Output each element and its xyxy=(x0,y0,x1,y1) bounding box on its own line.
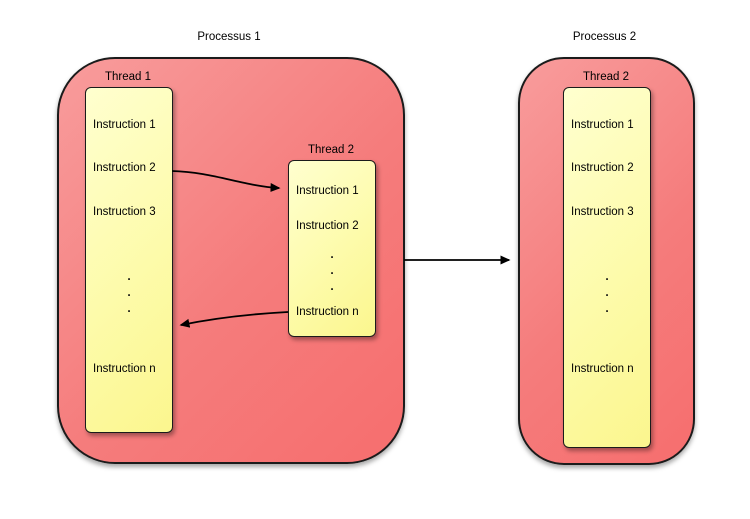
instruction-item: Instruction 2 xyxy=(571,162,634,174)
ellipsis-dot: . xyxy=(330,279,334,293)
ellipsis-dot: . xyxy=(330,247,334,261)
ellipsis-dots: . . . xyxy=(86,268,172,316)
instruction-item: Instruction 3 xyxy=(93,206,156,218)
process2-thread2-box: Instruction 1 Instruction 2 Instruction … xyxy=(563,87,651,448)
instruction-item: Instruction n xyxy=(571,363,634,375)
instruction-item: Instruction 2 xyxy=(296,220,359,232)
thread1-label: Thread 1 xyxy=(104,71,152,83)
ellipsis-dots: . . . xyxy=(564,268,650,316)
process1-thread2-box: Instruction 1 Instruction 2 . . . Instru… xyxy=(288,160,376,337)
ellipsis-dots: . . . xyxy=(289,246,375,294)
instruction-item: Instruction n xyxy=(93,363,156,375)
ellipsis-dot: . xyxy=(605,301,609,315)
ellipsis-dot: . xyxy=(605,285,609,299)
process2-thread2-label: Thread 2 xyxy=(582,71,630,83)
instruction-item: Instruction n xyxy=(296,306,359,318)
process1-thread2-label: Thread 2 xyxy=(307,144,355,156)
process1-title: Processus 1 xyxy=(197,31,261,43)
thread1-box: Instruction 1 Instruction 2 Instruction … xyxy=(85,87,173,433)
instruction-item: Instruction 3 xyxy=(571,206,634,218)
instruction-item: Instruction 2 xyxy=(93,162,156,174)
instruction-item: Instruction 1 xyxy=(571,119,634,131)
ellipsis-dot: . xyxy=(127,269,131,283)
ellipsis-dot: . xyxy=(330,263,334,277)
instruction-item: Instruction 1 xyxy=(296,185,359,197)
process2-title: Processus 2 xyxy=(572,31,637,43)
instruction-item: Instruction 1 xyxy=(93,119,156,131)
ellipsis-dot: . xyxy=(127,285,131,299)
ellipsis-dot: . xyxy=(605,269,609,283)
ellipsis-dot: . xyxy=(127,301,131,315)
